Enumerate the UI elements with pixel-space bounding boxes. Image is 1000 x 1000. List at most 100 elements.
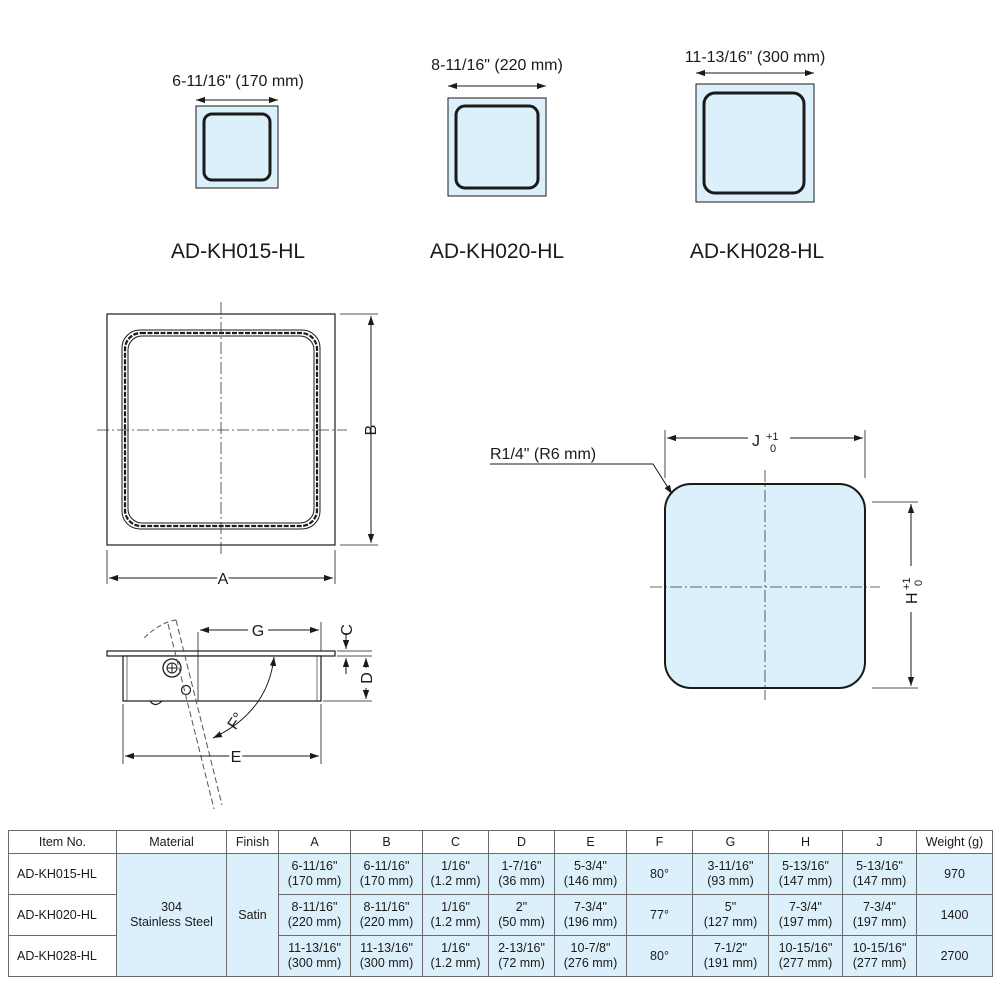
j-mm: (197 mm) bbox=[852, 915, 907, 929]
header-item-no: Item No. bbox=[8, 830, 117, 854]
dim-e-label: E bbox=[231, 749, 242, 766]
d-mm: (50 mm) bbox=[498, 915, 545, 929]
h-mm: (147 mm) bbox=[778, 874, 833, 888]
j-inch: 5-13/16" bbox=[856, 859, 903, 873]
a-inch: 8-11/16" bbox=[291, 900, 338, 914]
thumb-015-model-name: AD-KH015-HL bbox=[171, 240, 305, 263]
b-inch: 8-11/16" bbox=[363, 900, 410, 914]
header-weight: Weight (g) bbox=[916, 830, 993, 854]
b-mm: (300 mm) bbox=[359, 956, 414, 970]
angle-f-label: F° bbox=[225, 710, 248, 733]
dim-b-label: B bbox=[363, 425, 380, 436]
dim-j-tol-plus: +1 bbox=[766, 431, 779, 443]
material-grade: 304 bbox=[161, 900, 182, 914]
g-inch: 3-11/16" bbox=[707, 859, 754, 873]
j-inch: 7-3/4" bbox=[863, 900, 896, 914]
header-d: D bbox=[488, 830, 555, 854]
f-cell: 77° bbox=[626, 894, 693, 936]
b-mm: (170 mm) bbox=[359, 874, 414, 888]
h-inch: 5-13/16" bbox=[782, 859, 829, 873]
h-inch: 10-15/16" bbox=[778, 941, 833, 955]
material-name: Stainless Steel bbox=[130, 915, 213, 929]
c-inch: 1/16" bbox=[441, 859, 470, 873]
a-mm: (300 mm) bbox=[287, 956, 342, 970]
e-cell: 7-3/4"(196 mm) bbox=[554, 894, 627, 936]
dim-j-tol-zero: 0 bbox=[770, 443, 776, 455]
dim-a-label: A bbox=[218, 571, 229, 588]
product-thumb-028: 11-13/16" (300 mm) AD-KH028-HL bbox=[685, 49, 826, 263]
c-mm: (1.2 mm) bbox=[430, 915, 481, 929]
j-mm: (147 mm) bbox=[852, 874, 907, 888]
table-row: AD-KH015-HL 304 Stainless Steel Satin 6-… bbox=[8, 853, 993, 977]
g-inch: 5" bbox=[724, 900, 737, 914]
dim-d-label: D bbox=[359, 672, 376, 684]
e-inch: 7-3/4" bbox=[574, 900, 607, 914]
f-cell: 80° bbox=[626, 935, 693, 977]
b-mm: (220 mm) bbox=[359, 915, 414, 929]
j-inch: 10-15/16" bbox=[852, 941, 907, 955]
d-inch: 1-7/16" bbox=[501, 859, 542, 873]
a-cell: 6-11/16"(170 mm) bbox=[278, 853, 351, 895]
header-c: C bbox=[422, 830, 489, 854]
d-inch: 2-13/16" bbox=[498, 941, 545, 955]
d-mm: (72 mm) bbox=[498, 956, 545, 970]
finish-cell: Satin bbox=[226, 853, 279, 977]
thumb-028-model-name: AD-KH028-HL bbox=[690, 240, 824, 263]
c-cell: 1/16"(1.2 mm) bbox=[422, 935, 489, 977]
header-b: B bbox=[350, 830, 423, 854]
thumb-020-model-name: AD-KH020-HL bbox=[430, 240, 564, 263]
c-cell: 1/16"(1.2 mm) bbox=[422, 853, 489, 895]
weight-cell: 2700 bbox=[916, 935, 993, 977]
header-finish: Finish bbox=[226, 830, 279, 854]
j-cell: 7-3/4"(197 mm) bbox=[842, 894, 917, 936]
c-inch: 1/16" bbox=[441, 900, 470, 914]
dim-j-label: J bbox=[752, 433, 760, 450]
dim-g-label: G bbox=[252, 623, 264, 640]
d-mm: (36 mm) bbox=[498, 874, 545, 888]
a-mm: (220 mm) bbox=[287, 915, 342, 929]
radius-label: R1/4" (R6 mm) bbox=[490, 446, 596, 463]
weight-cell: 970 bbox=[916, 853, 993, 895]
g-cell: 3-11/16"(93 mm) bbox=[692, 853, 769, 895]
c-mm: (1.2 mm) bbox=[430, 956, 481, 970]
h-cell: 5-13/16"(147 mm) bbox=[768, 853, 843, 895]
c-mm: (1.2 mm) bbox=[430, 874, 481, 888]
thumb-015-width-label: 6-11/16" (170 mm) bbox=[172, 73, 304, 90]
h-mm: (277 mm) bbox=[778, 956, 833, 970]
h-mm: (197 mm) bbox=[778, 915, 833, 929]
dim-h-tol-plus: +1 bbox=[901, 577, 913, 590]
g-mm: (93 mm) bbox=[707, 874, 754, 888]
header-j: J bbox=[842, 830, 917, 854]
e-mm: (196 mm) bbox=[563, 915, 618, 929]
e-cell: 10-7/8"(276 mm) bbox=[554, 935, 627, 977]
table-row: AD-KH020-HL 8-11/16"(220 mm) 8-11/16"(22… bbox=[8, 894, 993, 936]
b-cell: 8-11/16"(220 mm) bbox=[350, 894, 423, 936]
item-no-cell: AD-KH015-HL bbox=[8, 853, 117, 895]
d-cell: 2"(50 mm) bbox=[488, 894, 555, 936]
e-inch: 10-7/8" bbox=[570, 941, 611, 955]
table-header-row: Item No. Material Finish A B C D E F G H… bbox=[8, 830, 993, 854]
dim-h-label: H bbox=[904, 592, 921, 604]
g-mm: (191 mm) bbox=[703, 956, 758, 970]
e-mm: (146 mm) bbox=[563, 874, 618, 888]
d-cell: 1-7/16"(36 mm) bbox=[488, 853, 555, 895]
h-cell: 7-3/4"(197 mm) bbox=[768, 894, 843, 936]
thumb-028-width-label: 11-13/16" (300 mm) bbox=[685, 49, 826, 66]
b-cell: 6-11/16"(170 mm) bbox=[350, 853, 423, 895]
header-material: Material bbox=[116, 830, 227, 854]
item-no-cell: AD-KH020-HL bbox=[8, 894, 117, 936]
j-mm: (277 mm) bbox=[852, 956, 907, 970]
thumb-020-width-label: 8-11/16" (220 mm) bbox=[431, 57, 563, 74]
b-inch: 6-11/16" bbox=[363, 859, 410, 873]
dim-c-label: C bbox=[339, 624, 356, 636]
e-mm: (276 mm) bbox=[563, 956, 618, 970]
a-inch: 11-13/16" bbox=[288, 941, 341, 955]
g-cell: 5"(127 mm) bbox=[692, 894, 769, 936]
a-mm: (170 mm) bbox=[287, 874, 342, 888]
header-g: G bbox=[692, 830, 769, 854]
header-f: F bbox=[626, 830, 693, 854]
g-inch: 7-1/2" bbox=[714, 941, 747, 955]
a-cell: 8-11/16"(220 mm) bbox=[278, 894, 351, 936]
b-cell: 11-13/16"(300 mm) bbox=[350, 935, 423, 977]
side-view: G F° C D E bbox=[106, 619, 376, 810]
